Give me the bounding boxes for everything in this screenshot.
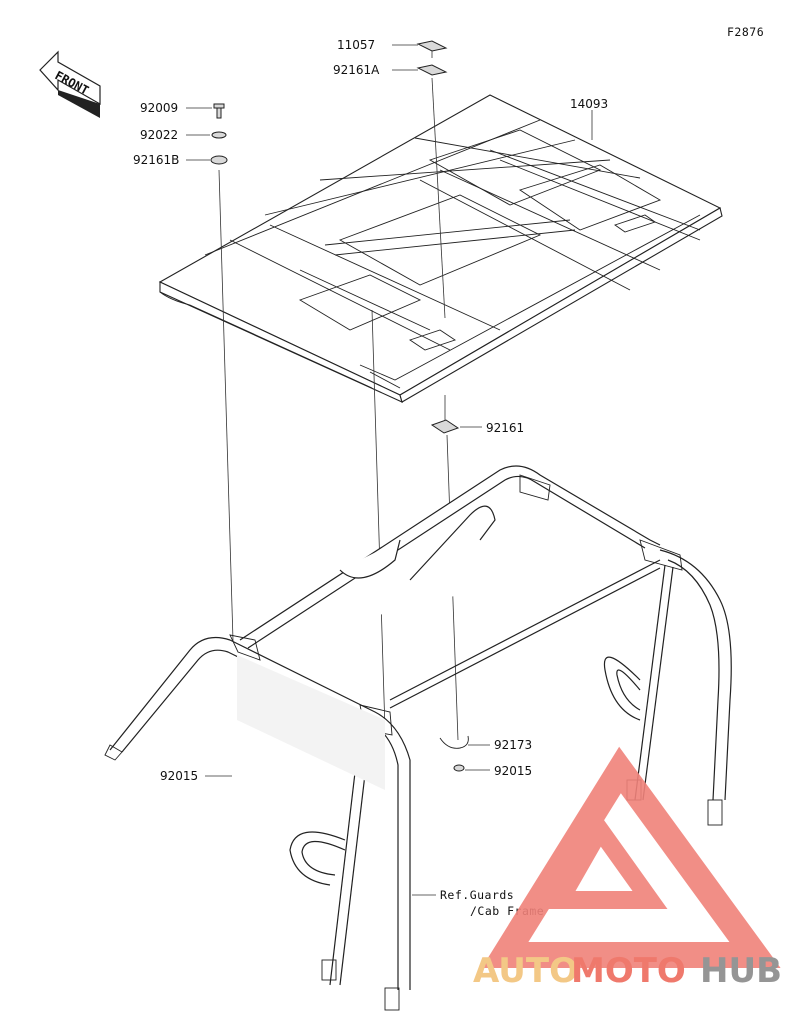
pad-92161 [430,419,460,434]
label-92009: 92009 [140,101,178,115]
label-92161B: 92161B [133,153,179,167]
label-92161A: 92161A [333,63,380,77]
label-92161: 92161 [486,421,524,435]
label-92022: 92022 [140,128,178,142]
washer-92022 [211,131,227,139]
watermark-moto: MOTO [571,951,686,991]
bracket-11057 [416,40,448,58]
collar-92161B [210,155,228,165]
bolt-92009 [213,103,225,119]
collar-92161A [416,64,448,76]
nut-92015-right [453,764,465,772]
watermark-logo: AUTO MOTO HUB [473,746,782,991]
roof-panel [158,94,723,403]
watermark-hub: HUB [700,951,782,991]
front-arrow-icon: FRONT [39,50,101,118]
label-92015-left: 92015 [160,769,198,783]
label-14093: 14093 [570,97,608,111]
ref-note-line1: Ref.Guards [440,888,514,902]
figure-code: F2876 [727,25,764,39]
cab-frame [104,465,732,1011]
label-92173: 92173 [494,738,532,752]
watermark-auto: AUTO [473,951,578,991]
label-11057: 11057 [337,38,375,52]
label-92015-right: 92015 [494,764,532,778]
clamp-92173 [439,735,469,749]
